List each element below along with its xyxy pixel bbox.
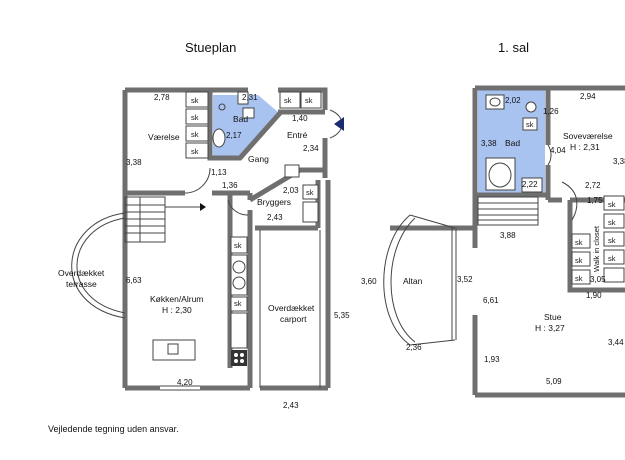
dim-2-43-carport: 2,43 <box>283 401 299 410</box>
ground-bath-area <box>213 95 278 158</box>
ground-floor-title: Stueplan <box>185 40 236 55</box>
dim-5-09: 5,09 <box>546 377 562 386</box>
sk-label: sk <box>305 96 313 105</box>
dim-2-17: 2,17 <box>226 131 242 140</box>
sk-label: sk <box>191 130 199 139</box>
dim-4-20: 4,20 <box>177 378 193 387</box>
room-gang: Gang <box>248 154 269 164</box>
sk-label: sk <box>234 299 242 308</box>
first-stair <box>477 196 539 226</box>
dim-3-38-bath: 3,38 <box>481 139 497 148</box>
dim-1-90: 1,90 <box>586 291 602 300</box>
sk-label: sk <box>575 238 583 247</box>
dim-2-02: 2,02 <box>505 96 521 105</box>
room-carport-2: carport <box>280 314 307 324</box>
dim-1-75: 1,75 <box>587 196 603 205</box>
room-vaerelse: Værelse <box>148 132 180 142</box>
dim-3-05: 3,05 <box>590 275 606 284</box>
dim-1-13: 1,13 <box>211 168 227 177</box>
dim-6-61: 6,61 <box>483 296 499 305</box>
dim-2-34: 2,34 <box>303 144 319 153</box>
first-floor-plan <box>383 85 625 398</box>
dim-3-38-ground: 3,38 <box>126 158 142 167</box>
first-washbasin <box>485 94 505 110</box>
dim-2-31: 2,31 <box>242 93 258 102</box>
first-interior-walls <box>475 90 625 293</box>
first-floor-title: 1. sal <box>498 40 529 55</box>
altan-arc <box>383 214 411 346</box>
room-terrasse-2: terrasse <box>66 279 97 289</box>
kitchen-island <box>152 339 196 361</box>
dim-2-03: 2,03 <box>283 186 299 195</box>
room-kokken: Køkken/Alrum <box>150 294 203 304</box>
dim-1-26: 1,26 <box>543 107 559 116</box>
sk-label: sk <box>608 254 616 263</box>
sk-label: sk <box>608 200 616 209</box>
sk-label: sk <box>191 113 199 122</box>
ground-floor-labels: Værelse Bad Entré Gang Bryggers Køkken/A… <box>58 93 350 410</box>
ground-closets-entre <box>279 91 322 109</box>
dim-3-38-sove: 3,38 <box>613 157 625 166</box>
sk-label: sk <box>575 256 583 265</box>
dim-1-40: 1,40 <box>292 114 308 123</box>
dim-6-63: 6,63 <box>126 276 142 285</box>
room-stue: Stue <box>544 312 562 322</box>
dim-4-04: 4,04 <box>550 146 566 155</box>
ground-kitchen-column <box>230 236 248 366</box>
room-bryggers: Bryggers <box>257 197 291 207</box>
dim-2-43-bryggers: 2,43 <box>267 213 283 222</box>
sk-label: sk <box>526 120 534 129</box>
dim-3-60: 3,60 <box>361 277 377 286</box>
dim-2-72: 2,72 <box>585 181 601 190</box>
first-outer-wall <box>390 85 625 398</box>
walk-in-closet-boxes <box>571 195 625 285</box>
dim-2-94: 2,94 <box>580 92 596 101</box>
dim-3-88: 3,88 <box>500 231 516 240</box>
room-altan: Altan <box>403 276 423 286</box>
sk-label: sk <box>234 241 242 250</box>
room-stue-height: H : 3,27 <box>535 323 565 333</box>
dim-1-93: 1,93 <box>484 355 500 364</box>
room-carport-1: Overdækket <box>268 303 315 313</box>
dim-2-78: 2,78 <box>154 93 170 102</box>
ground-floor-plan <box>71 87 344 391</box>
sk-label: sk <box>191 96 199 105</box>
dim-5-35: 5,35 <box>334 311 350 320</box>
dim-1-36: 1,36 <box>222 181 238 190</box>
room-kokken-height: H : 2,30 <box>162 305 192 315</box>
dim-2-22: 2,22 <box>522 180 538 189</box>
ground-closets-vaerelse <box>185 91 209 159</box>
room-terrasse-1: Overdækket <box>58 268 105 278</box>
ground-interior-walls <box>125 92 325 388</box>
dim-3-52: 3,52 <box>457 275 473 284</box>
bryggers-sink <box>284 164 300 178</box>
ground-terrace-arc <box>71 212 126 319</box>
sk-label: sk <box>284 96 292 105</box>
sk-label: sk <box>608 236 616 245</box>
sk-label: sk <box>306 188 314 197</box>
room-sovevaerelse: Soveværelse <box>563 131 613 141</box>
room-bad-first: Bad <box>505 138 520 148</box>
first-floor-labels: Bad Soveværelse H : 2,31 Altan Stue H : … <box>361 92 625 386</box>
sk-label: sk <box>608 218 616 227</box>
room-sove-height: H : 2,31 <box>570 142 600 152</box>
room-bad-ground: Bad <box>233 114 248 124</box>
sk-label: sk <box>191 147 199 156</box>
sk-label: sk <box>575 274 583 283</box>
ground-toilet <box>212 128 226 148</box>
disclaimer-text: Vejledende tegning uden ansvar. <box>48 424 179 434</box>
dim-3-44: 3,44 <box>608 338 624 347</box>
room-walk-in-closet: Walk in closet <box>592 225 601 272</box>
ground-stair <box>124 196 206 243</box>
room-entre: Entré <box>287 130 308 140</box>
ground-carport-outline <box>259 230 321 388</box>
dim-2-36: 2,36 <box>406 343 422 352</box>
